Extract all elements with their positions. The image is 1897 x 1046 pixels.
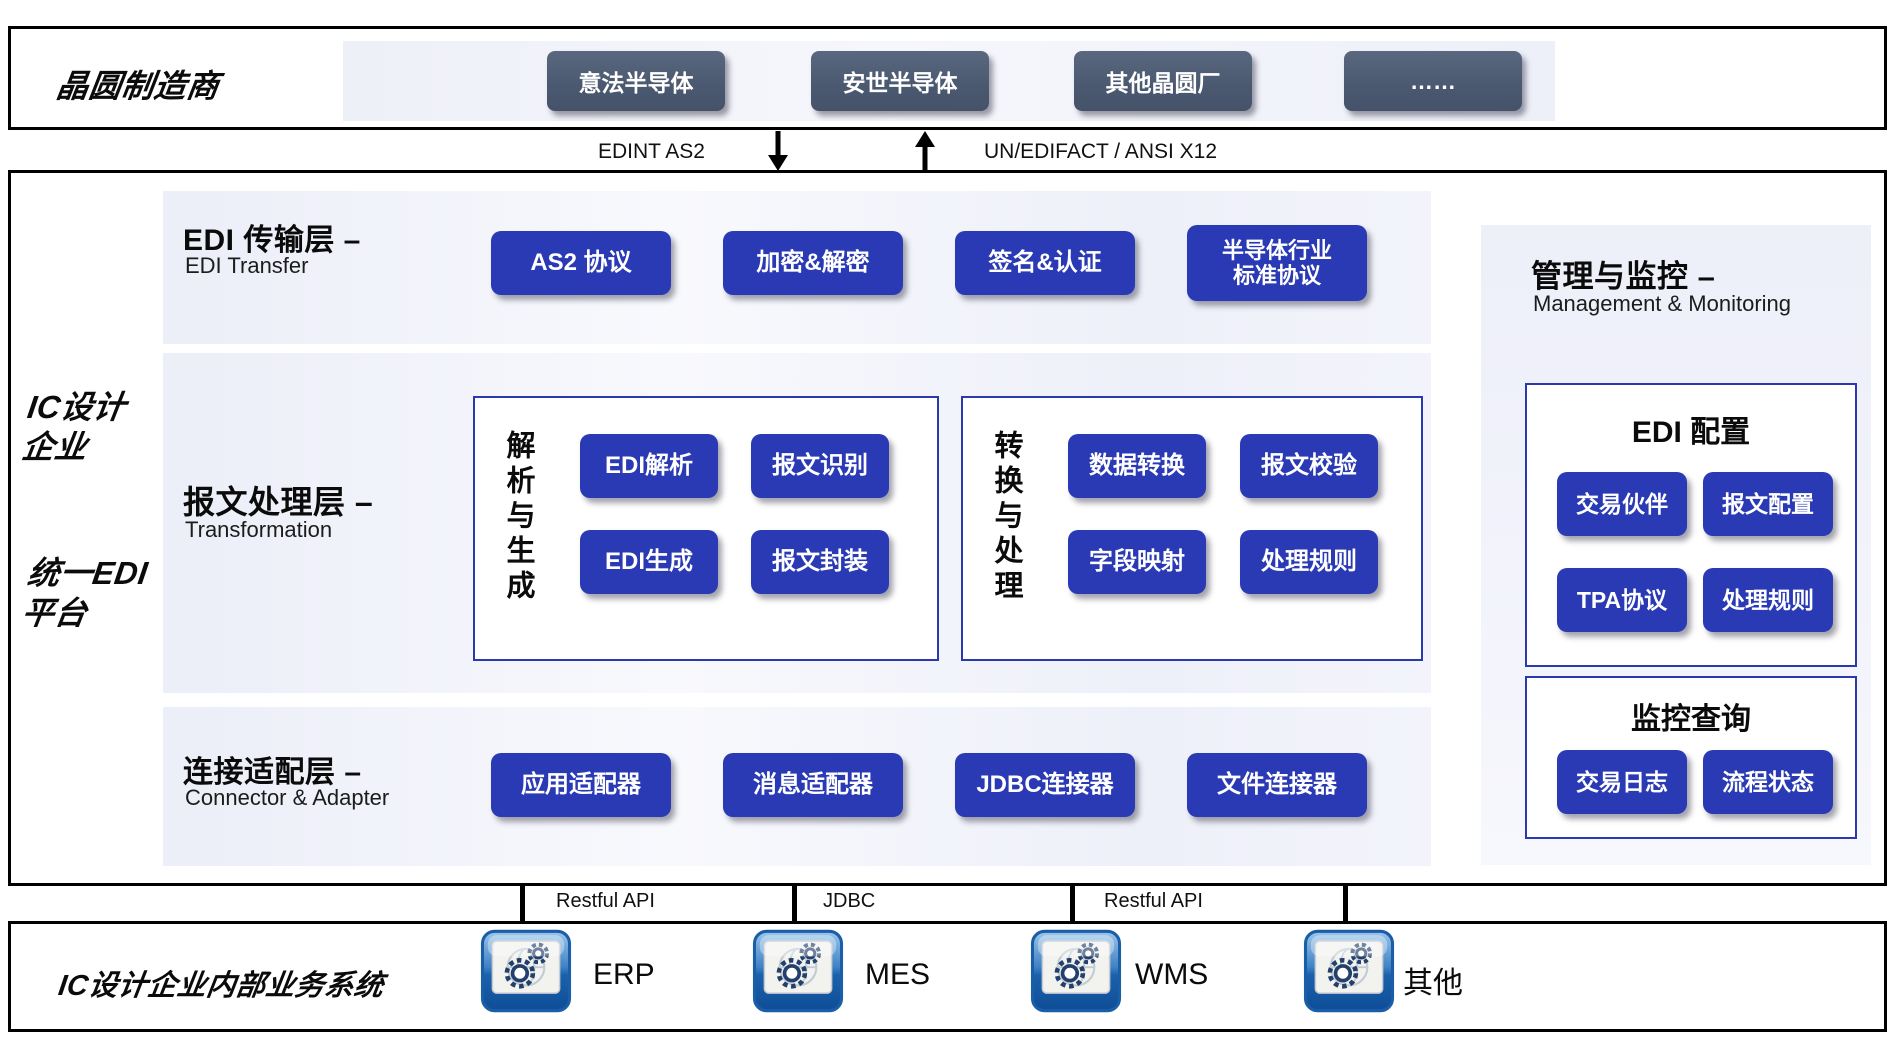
api-label-wms: Restful API <box>1104 890 1203 912</box>
app-gear-icon <box>1030 929 1122 1013</box>
node-field-mapping[interactable]: 字段映射 <box>1068 530 1206 594</box>
api-label-mes: JDBC <box>823 890 876 912</box>
processing-layer-title: 报文处理层 – <box>183 484 374 520</box>
node-data-convert[interactable]: 数据转换 <box>1068 434 1206 498</box>
node-sign-auth[interactable]: 签名&认证 <box>955 231 1135 295</box>
monitor-query-title: 监控查询 <box>1631 703 1751 736</box>
node-trade-log[interactable]: 交易日志 <box>1557 750 1687 814</box>
management-panel: 管理与监控 – Management & Monitoring EDI 配置 交… <box>1481 225 1871 865</box>
parse-generate-label: 解析与生成 <box>502 430 534 605</box>
node-message-identify[interactable]: 报文识别 <box>751 434 889 498</box>
wafer-makers-title: 晶圆制造商 <box>54 68 222 104</box>
node-edi-parse[interactable]: EDI解析 <box>580 434 718 498</box>
connector-line-other <box>1343 884 1348 926</box>
system-label-mes: MES <box>865 958 931 991</box>
arrow-up-icon <box>915 131 935 171</box>
inbound-protocol-label: UN/EDIFACT / ANSI X12 <box>984 140 1218 163</box>
processing-layer-subtitle: Transformation <box>185 517 333 542</box>
system-label-erp: ERP <box>593 958 655 991</box>
node-process-rules[interactable]: 处理规则 <box>1240 530 1378 594</box>
connector-line-erp <box>520 884 525 926</box>
wafer-makers-band: 晶圆制造商 意法半导体 安世半导体 其他晶圆厂 …… <box>8 26 1887 130</box>
transfer-layer-subtitle: EDI Transfer <box>185 253 309 278</box>
node-message-config[interactable]: 报文配置 <box>1703 472 1833 536</box>
connector-layer-title: 连接适配层 – <box>183 756 362 789</box>
node-tpa-agreement[interactable]: TPA协议 <box>1557 568 1687 632</box>
transfer-layer-title: EDI 传输层 – <box>183 224 361 257</box>
connector-line-mes <box>792 884 797 926</box>
vendor-node-other-fabs[interactable]: 其他晶圆厂 <box>1074 51 1252 111</box>
connector-line-wms <box>1070 884 1075 926</box>
convert-process-box: 转换与处理 数据转换 报文校验 字段映射 处理规则 <box>961 396 1423 661</box>
node-edi-generate[interactable]: EDI生成 <box>580 530 718 594</box>
node-encrypt-decrypt[interactable]: 加密&解密 <box>723 231 903 295</box>
side-label-ic-company: IC设计 企业 <box>19 389 129 465</box>
monitor-query-box: 监控查询 交易日志 流程状态 <box>1525 676 1857 839</box>
node-trading-partner[interactable]: 交易伙伴 <box>1557 472 1687 536</box>
app-gear-icon <box>1303 929 1395 1013</box>
parse-generate-box: 解析与生成 EDI解析 报文识别 EDI生成 报文封装 <box>473 396 939 661</box>
node-as2-protocol[interactable]: AS2 协议 <box>491 231 671 295</box>
api-label-erp: Restful API <box>556 890 655 912</box>
app-gear-icon <box>752 929 844 1013</box>
node-semiconductor-standard[interactable]: 半导体行业 标准协议 <box>1187 225 1367 301</box>
internal-systems-band: IC设计企业内部业务系统 ERP <box>8 921 1887 1032</box>
app-gear-icon <box>480 929 572 1013</box>
outbound-protocol-label: EDINT AS2 <box>598 140 705 163</box>
edi-platform-box: IC设计 企业 统一EDI 平台 EDI 传输层 – EDI Transfer … <box>8 170 1887 886</box>
vendor-node-st[interactable]: 意法半导体 <box>547 51 725 111</box>
internal-systems-title: IC设计企业内部业务系统 <box>56 970 386 1002</box>
node-message-adapter[interactable]: 消息适配器 <box>723 753 903 817</box>
side-label-unified-edi: 统一EDI 平台 <box>19 555 151 631</box>
node-handle-rules[interactable]: 处理规则 <box>1703 568 1833 632</box>
system-label-other: 其他 <box>1403 967 1463 1000</box>
convert-process-label: 转换与处理 <box>990 430 1022 605</box>
node-app-adapter[interactable]: 应用适配器 <box>491 753 671 817</box>
management-title: 管理与监控 – <box>1531 259 1716 294</box>
node-message-verify[interactable]: 报文校验 <box>1240 434 1378 498</box>
vendor-node-nexperia[interactable]: 安世半导体 <box>811 51 989 111</box>
node-message-package[interactable]: 报文封装 <box>751 530 889 594</box>
edi-config-box: EDI 配置 交易伙伴 报文配置 TPA协议 处理规则 <box>1525 383 1857 667</box>
management-subtitle: Management & Monitoring <box>1533 291 1792 316</box>
edi-config-title: EDI 配置 <box>1631 416 1751 449</box>
node-flow-status[interactable]: 流程状态 <box>1703 750 1833 814</box>
system-label-wms: WMS <box>1135 958 1209 991</box>
vendor-node-more[interactable]: …… <box>1344 51 1522 111</box>
arrow-down-icon <box>768 131 788 171</box>
node-jdbc-connector[interactable]: JDBC连接器 <box>955 753 1135 817</box>
connector-layer-subtitle: Connector & Adapter <box>185 785 390 810</box>
node-file-connector[interactable]: 文件连接器 <box>1187 753 1367 817</box>
